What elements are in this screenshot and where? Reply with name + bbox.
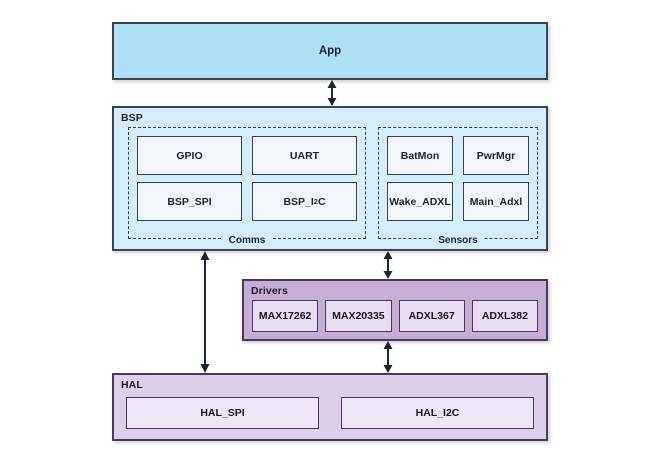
- drivers-chip-row: MAX17262 MAX20335 ADXL367 ADXL382: [252, 300, 538, 332]
- bsp-group-label-sensors: Sensors: [432, 235, 484, 246]
- connector-bsp-to-hal: [195, 251, 215, 373]
- hal-cell-row: HAL_SPI HAL_I2C: [126, 397, 534, 429]
- app-layer-block: App: [112, 22, 548, 80]
- bsp-cell-batmon[interactable]: BatMon: [387, 136, 453, 175]
- hal-cell-spi[interactable]: HAL_SPI: [126, 397, 319, 429]
- connector-bsp-to-drivers: [378, 251, 398, 279]
- bsp-cell-pwrmgr[interactable]: PwrMgr: [463, 136, 529, 175]
- hal-cell-i2c[interactable]: HAL_I2C: [341, 397, 534, 429]
- sensors-cell-grid: BatMon PwrMgr Wake_ADXL Main_Adxl: [387, 136, 529, 221]
- connector-drivers-to-hal: [378, 341, 398, 373]
- driver-chip-max20335[interactable]: MAX20335: [325, 300, 392, 332]
- bsp-i2c-prefix: BSP_I: [283, 195, 314, 208]
- driver-chip-adxl382[interactable]: ADXL382: [471, 300, 538, 332]
- bsp-cell-gpio[interactable]: GPIO: [137, 136, 242, 175]
- bsp-cell-wake-adxl[interactable]: Wake_ADXL: [387, 182, 453, 221]
- driver-chip-max17262[interactable]: MAX17262: [252, 300, 319, 332]
- hal-layer-title: HAL: [121, 379, 143, 391]
- bsp-group-label-comms: Comms: [222, 235, 272, 246]
- drivers-layer-title: Drivers: [251, 285, 288, 297]
- drivers-layer-block: Drivers MAX17262 MAX20335 ADXL367 ADXL38…: [242, 279, 548, 341]
- bsp-cell-uart[interactable]: UART: [252, 136, 357, 175]
- bsp-cell-bsp-spi[interactable]: BSP_SPI: [137, 182, 242, 221]
- bsp-group-sensors: BatMon PwrMgr Wake_ADXL Main_Adxl Sensor…: [378, 127, 538, 246]
- bsp-layer-title: BSP: [121, 112, 143, 124]
- driver-chip-adxl367[interactable]: ADXL367: [398, 300, 465, 332]
- connector-app-to-bsp: [322, 80, 342, 106]
- app-layer-label: App: [318, 45, 342, 57]
- bsp-cell-main-adxl[interactable]: Main_Adxl: [463, 182, 529, 221]
- bsp-i2c-suffix: C: [317, 195, 326, 208]
- hal-layer-block: HAL HAL_SPI HAL_I2C: [112, 373, 548, 441]
